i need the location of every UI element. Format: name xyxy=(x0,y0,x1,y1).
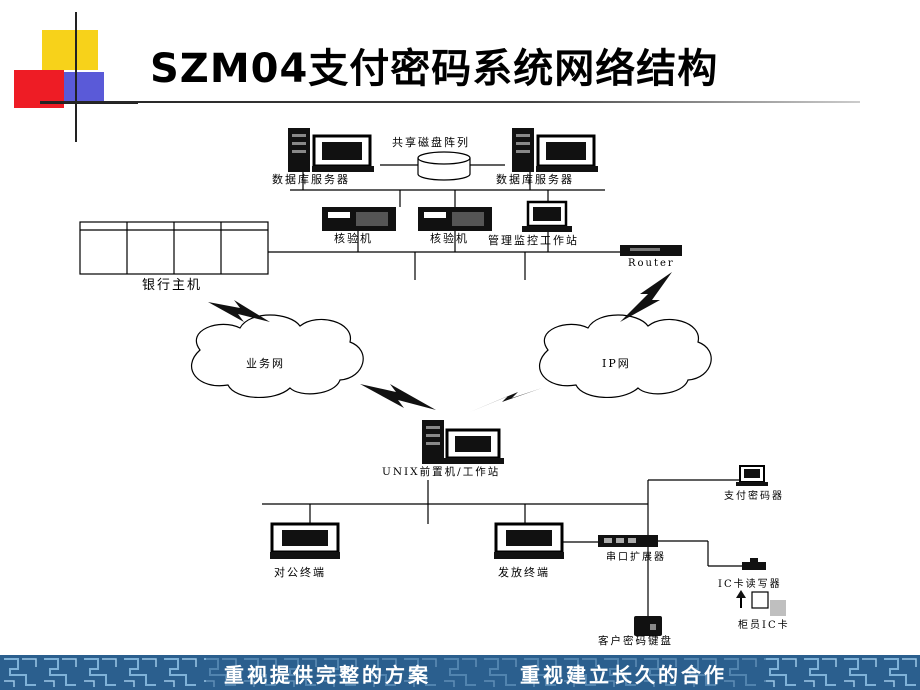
corporate-terminal-icon xyxy=(270,522,340,559)
db-server-left-icon xyxy=(288,128,374,172)
payment-device-label: 支付密码器 xyxy=(724,489,784,502)
db-server-right-icon xyxy=(512,128,598,172)
verifier-2-icon xyxy=(418,207,492,231)
db-server-right-label: 数据库服务器 xyxy=(496,172,574,186)
bank-host-label: 银行主机 xyxy=(142,278,202,293)
corner-decoration xyxy=(14,12,138,142)
title-divider xyxy=(40,101,860,103)
management-workstation-label: 管理监控工作站 xyxy=(488,233,579,247)
db-server-left-label: 数据库服务器 xyxy=(272,172,350,186)
ip-network-label: IP网 xyxy=(602,357,631,370)
ic-reader-icon xyxy=(742,558,766,570)
client-keypad-icon xyxy=(634,616,662,636)
lightning-bolt-icon xyxy=(208,300,270,322)
business-network-label: 业务网 xyxy=(246,357,285,370)
issuing-terminal-icon xyxy=(494,522,564,559)
lightning-bolt-icon xyxy=(360,384,436,410)
business-network-cloud xyxy=(190,314,364,399)
teller-ic-card-label: 柜员IC卡 xyxy=(738,618,790,631)
shared-disk-label: 共享磁盘阵列 xyxy=(392,135,470,149)
corporate-terminal-label: 对公终端 xyxy=(274,565,326,579)
network-diagram: 共享磁盘阵列 数据库服务器 数据库服务器 核验机 核验机 xyxy=(79,128,790,647)
verifier-1-label: 核验机 xyxy=(334,231,373,245)
payment-device-icon xyxy=(736,465,768,486)
footer-band: 重视提供完整的方案 重视建立长久的合作 xyxy=(0,655,920,690)
issuing-terminal-label: 发放终端 xyxy=(498,565,550,579)
footer-slogan-left: 重视提供完整的方案 xyxy=(224,663,431,687)
unix-station-icon xyxy=(422,420,504,464)
router-label: Router xyxy=(628,258,675,269)
verifier-1-icon xyxy=(322,207,396,231)
shared-disk-icon xyxy=(417,151,471,181)
insert-arrow-icon xyxy=(736,590,746,608)
ip-network-cloud xyxy=(538,314,712,399)
ic-card-slot-icon xyxy=(751,591,769,609)
ic-reader-label: IC卡读写器 xyxy=(718,577,782,590)
page-title: SZM04支付密码系统网络结构 xyxy=(150,46,719,92)
serial-expander-icon xyxy=(598,535,658,547)
unix-station-label: UNIX前置机/工作站 xyxy=(382,465,500,478)
lightning-bolt-icon xyxy=(470,388,542,412)
teller-ic-card-icon xyxy=(770,600,786,616)
verifier-2-label: 核验机 xyxy=(430,231,469,245)
bank-host-icon xyxy=(79,221,269,275)
serial-expander-label: 串口扩展器 xyxy=(606,550,666,563)
management-workstation-icon xyxy=(522,200,572,232)
footer-slogan-right: 重视建立长久的合作 xyxy=(520,663,727,687)
lightning-bolt-icon xyxy=(620,272,672,322)
client-keypad-label: 客户密码键盘 xyxy=(598,634,673,647)
router-icon xyxy=(620,245,682,256)
footer-pattern xyxy=(0,655,920,690)
